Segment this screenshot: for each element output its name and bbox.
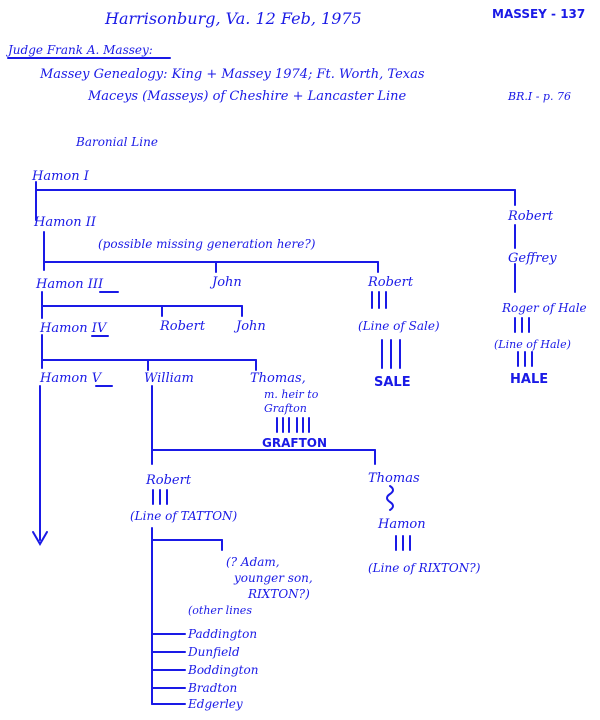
surname-grafton: GRAFTON: [262, 436, 327, 450]
line-paddington: Paddington: [187, 627, 257, 641]
line-of-hale-note: (Line of Hale): [494, 338, 571, 351]
addressee: Judge Frank A. Massey:: [5, 43, 153, 57]
line-of-rixton-note: (Line of RIXTON?): [368, 561, 481, 575]
line-boddington: Boddington: [187, 663, 258, 677]
source-line-1: Massey Genealogy: King + Massey 1974; Ft…: [39, 67, 425, 82]
thomas-note-2: Grafton: [264, 402, 307, 415]
person-thomas-1: Thomas,: [250, 371, 306, 386]
person-robert-right: Robert: [507, 209, 554, 224]
other-lines-note: (other lines: [188, 604, 252, 617]
person-geffrey: Geffrey: [508, 251, 557, 266]
page-ref: MASSEY - 137: [492, 7, 585, 21]
person-john-2: John: [233, 319, 266, 334]
line-bradton: Bradton: [187, 681, 237, 695]
missing-generation-note: (possible missing generation here?): [98, 237, 316, 251]
person-hamon-6: Hamon: [377, 517, 426, 532]
place-date: Harrisonburg, Va. 12 Feb, 1975: [104, 9, 362, 28]
person-hamon-1: Hamon I: [31, 169, 90, 184]
tree-lines: [32, 181, 516, 705]
line-of-sale-note: (Line of Sale): [358, 319, 440, 333]
source-line-2: Maceys (Masseys) of Cheshire + Lancaster…: [87, 89, 407, 104]
person-roger-of-hale: Roger of Hale: [501, 301, 587, 315]
person-john-1: John: [209, 275, 242, 290]
person-william: William: [144, 371, 194, 386]
surname-sale: SALE: [374, 375, 411, 390]
line-dunfield: Dunfield: [187, 645, 240, 659]
line-of-tatton-note: (Line of TATTON): [130, 509, 238, 523]
person-thomas-2: Thomas: [368, 471, 420, 486]
descent-marks: [152, 291, 533, 551]
section-title: Baronial Line: [75, 135, 158, 149]
adam-note-2: younger son,: [233, 571, 313, 585]
person-hamon-4: Hamon IV: [39, 321, 108, 336]
adam-note-3: RIXTON?): [247, 587, 310, 601]
person-hamon-5: Hamon V: [39, 371, 103, 386]
thomas-note-1: m. heir to: [264, 388, 319, 401]
adam-note-1: (? Adam,: [226, 555, 280, 569]
person-hamon-2: Hamon II: [33, 215, 97, 230]
person-robert-3: Robert: [145, 473, 192, 488]
person-hamon-3: Hamon III: [35, 277, 104, 292]
source-ref: BR.I - p. 76: [507, 90, 571, 103]
surname-hale: HALE: [510, 372, 548, 387]
person-robert-2: Robert: [159, 319, 206, 334]
person-robert-1: Robert: [367, 275, 414, 290]
line-edgerley: Edgerley: [187, 697, 243, 711]
